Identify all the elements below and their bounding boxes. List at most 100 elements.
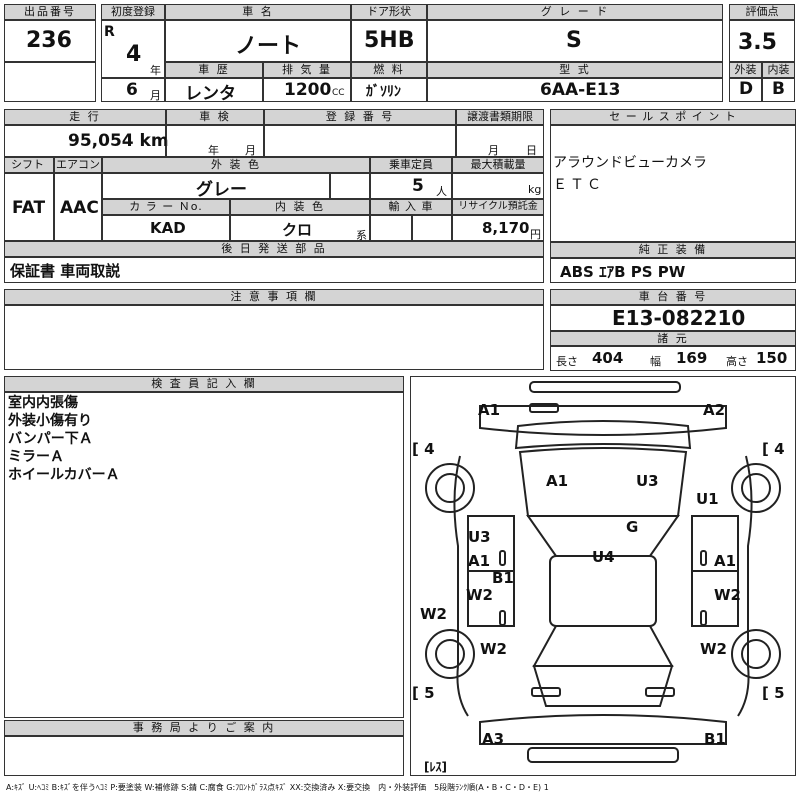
inspector-line-5: ホイールカバーＡ xyxy=(8,467,120,483)
mileage-label: 走 行 xyxy=(4,109,166,125)
body-right xyxy=(737,455,753,717)
m_a1_door_l: A1 xyxy=(468,552,490,570)
aircon-label: エアコン xyxy=(54,157,102,173)
length-value: 404 xyxy=(592,349,624,367)
m_u3_hood: U3 xyxy=(636,472,659,490)
transfer-day: 日 xyxy=(526,144,537,157)
grade-cell xyxy=(427,20,723,62)
m_w2_sill_l: W2 xyxy=(420,605,447,623)
first-reg-month-cell xyxy=(101,78,165,102)
int-color-cell xyxy=(230,215,370,241)
interior-cell xyxy=(762,78,795,102)
fuel-value: ｶﾞｿﾘﾝ xyxy=(366,84,401,100)
rear-window xyxy=(532,625,674,667)
inspector-cell xyxy=(4,392,404,718)
rear-bumper xyxy=(479,714,727,745)
first-reg-era: R xyxy=(104,24,115,40)
int-color-value: クロ xyxy=(282,221,313,239)
specs-cell xyxy=(550,346,796,371)
spare-box xyxy=(527,747,679,763)
m_g_glass: G xyxy=(626,518,638,536)
aircon-cell xyxy=(54,173,102,241)
later-parts-label: 後 日 発 送 部 品 xyxy=(4,241,544,257)
model-value: 6AA-E13 xyxy=(540,80,621,100)
color-no-cell xyxy=(102,215,230,241)
max-load-label: 最大積載量 xyxy=(452,157,544,173)
max-load-unit: kg xyxy=(528,183,542,196)
lot-no-cell xyxy=(4,20,96,62)
ext-color-value: グレー xyxy=(196,180,247,200)
wheel-fl xyxy=(425,463,475,513)
m_a1_front: A1 xyxy=(478,401,500,419)
recycle-unit: 円 xyxy=(530,228,541,241)
color-no-value: KAD xyxy=(150,219,186,237)
front-bumper-top xyxy=(529,381,681,393)
width-label: 幅 xyxy=(650,355,661,368)
grade-value: S xyxy=(566,28,582,53)
m_b1_rear: B1 xyxy=(704,730,726,748)
wheels xyxy=(425,463,781,679)
recycle-label: リサイクル預託金 xyxy=(452,199,544,215)
aircon-value: AAC xyxy=(60,198,99,218)
office-label: 事 務 局 よ り ご 案 内 xyxy=(4,720,404,736)
shift-label: シフト xyxy=(4,157,54,173)
m_a1_door_r: A1 xyxy=(714,552,736,570)
exterior-label: 外装 xyxy=(729,62,762,78)
grade-label: グ レ ー ド xyxy=(427,4,723,20)
registration-cell xyxy=(264,125,456,157)
hood xyxy=(518,447,688,517)
transfer-cell xyxy=(456,125,544,157)
first-reg-year: 4 xyxy=(126,42,142,67)
equipment-label: 純 正 装 備 xyxy=(550,242,796,258)
notes-label: 注 意 事 項 欄 xyxy=(4,289,544,305)
m_a1_hood: A1 xyxy=(546,472,568,490)
front-bumper xyxy=(479,405,727,436)
shift-cell xyxy=(4,173,54,241)
history-cell xyxy=(165,78,263,102)
inspector-line-1: 室内内張傷 xyxy=(8,395,78,411)
sales-point-label: セ ー ル ス ポ イ ン ト xyxy=(550,109,796,125)
shift-value: FAT xyxy=(12,198,46,218)
exterior-cell xyxy=(729,78,762,102)
height-label: 高さ xyxy=(726,355,748,368)
capacity-cell xyxy=(370,173,452,199)
m_w2_rear_l: W2 xyxy=(480,640,507,658)
car-name-label: 車 名 xyxy=(165,4,351,20)
wheel-rr xyxy=(731,629,781,679)
m_u1_fender: U1 xyxy=(696,490,719,508)
wheel-rl xyxy=(425,629,475,679)
model-cell xyxy=(427,78,723,102)
width-value: 169 xyxy=(676,349,708,367)
first-reg-month: 6 xyxy=(126,80,138,100)
later-parts-value: 保証書 車両取説 xyxy=(10,262,121,280)
sales-point-cell xyxy=(550,125,796,242)
notes-cell xyxy=(4,305,544,370)
inspection-month: 月 xyxy=(245,144,256,157)
m_tire_rl: [ 5 xyxy=(412,684,435,702)
first-reg-month-unit: 月 xyxy=(150,89,161,102)
lot-no-blank xyxy=(4,62,96,102)
diagram-frame xyxy=(410,376,796,776)
int-color-label: 内 装 色 xyxy=(230,199,370,215)
score-label: 評価点 xyxy=(729,4,795,20)
capacity-value: 5 xyxy=(412,176,424,196)
history-label: 車 歴 xyxy=(165,62,263,78)
legend-text: A:ｷｽﾞ U:ﾍｺﾐ B:ｷｽﾞを伴うﾍｺﾐ P:要塗装 W:補修跡 S:錆 … xyxy=(6,783,549,792)
interior-label: 内装 xyxy=(762,62,795,78)
exterior-value: D xyxy=(739,79,754,99)
inspector-label: 検 査 員 記 入 欄 xyxy=(4,376,404,392)
lot-no-value: 236 xyxy=(26,28,72,53)
m_b1_door_l: B1 xyxy=(492,569,514,587)
trunk xyxy=(532,665,674,707)
ext-color-label: 外 装 色 xyxy=(102,157,370,173)
m_a3_rear: A3 xyxy=(482,730,504,748)
import-cell-a xyxy=(370,215,412,241)
score-value: 3.5 xyxy=(738,30,777,55)
door-right xyxy=(691,515,739,627)
max-load-cell xyxy=(452,173,544,199)
first-reg-label: 初度登録 xyxy=(101,4,165,20)
displacement-value: 1200 xyxy=(284,80,332,100)
m_w2_door_r: W2 xyxy=(714,586,741,604)
first-reg-year-cell xyxy=(101,20,165,78)
inspection-label: 車 検 xyxy=(166,109,264,125)
